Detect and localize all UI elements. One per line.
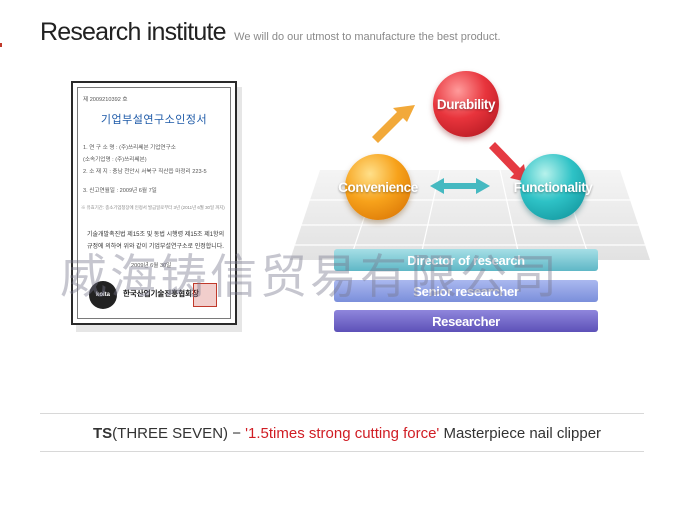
divider-bottom xyxy=(40,451,644,452)
brand-ts: TS xyxy=(93,425,113,442)
certificate-title: 기업부설연구소인정서 xyxy=(100,114,208,126)
certificate-body: 규정에 의하여 위와 같이 기업부설연구소로 인정합니다. xyxy=(87,244,224,250)
cycle-arrows xyxy=(372,105,527,194)
convenience-circle: Convenience xyxy=(338,154,418,220)
watermark: 威海铸信贸易有限公司 xyxy=(60,250,560,305)
tagline-dash: − xyxy=(228,425,246,442)
role-researcher: Researcher xyxy=(334,310,598,332)
certificate-date: 2009년 6월 30일 xyxy=(131,263,172,269)
page-subtitle: We will do our utmost to manufacture the… xyxy=(234,31,501,43)
tagline-highlight: '1.5times strong cutting force' xyxy=(245,425,440,442)
certificate-border xyxy=(77,87,231,319)
certificate-issuer: 한국산업기술진흥협회장 xyxy=(123,289,199,298)
certificate-note: ※ 유효기간: 종소기업청장에 인정서 발급일로부터 3년 (2011년 6월 … xyxy=(81,205,225,210)
role-director: Director of research xyxy=(334,249,598,271)
certificate-image: 제 2009210392 호 기업부설연구소인정서 1. 연 구 소 명 : (… xyxy=(71,81,237,325)
koita-seal-icon: koita xyxy=(89,281,117,309)
certificate-line: 3. 신고연월일 : 2009년 6월 7일 xyxy=(83,188,157,194)
certificate-line: 1. 연 구 소 명 : (주)쓰리쎄븐 기업연구소 xyxy=(83,145,176,151)
certificate-number: 제 2009210392 호 xyxy=(83,97,128,103)
page-title: Research institute xyxy=(40,18,227,46)
durability-circle: Durability xyxy=(433,71,499,137)
certificate-line: 2. 소 재 지 : 충남 천안시 서북구 직산읍 마정리 223-5 xyxy=(83,169,207,175)
tagline-rest: Masterpiece nail clipper xyxy=(439,425,602,442)
red-stamp-icon xyxy=(193,283,217,307)
edge-marker xyxy=(0,43,2,47)
divider-top xyxy=(40,413,644,414)
functionality-circle: Functionality xyxy=(514,154,593,220)
role-senior-researcher: Senior researcher xyxy=(334,280,598,302)
arrow-orange-icon xyxy=(372,105,415,143)
certificate-body: 기술개발촉진법 제15조 및 동법 시행령 제15조 제1항의 xyxy=(87,232,225,238)
arrow-red-icon xyxy=(489,142,527,182)
footer-tagline: TS(THREE SEVEN) − '1.5times strong cutti… xyxy=(93,425,601,442)
page-header: Research institute We will do our utmost… xyxy=(40,18,501,47)
certificate-line: (소속기업명 : (주)쓰리쎄븐) xyxy=(83,157,147,163)
brand-name: (THREE SEVEN) xyxy=(112,425,229,442)
arrow-teal-icon xyxy=(430,178,490,194)
